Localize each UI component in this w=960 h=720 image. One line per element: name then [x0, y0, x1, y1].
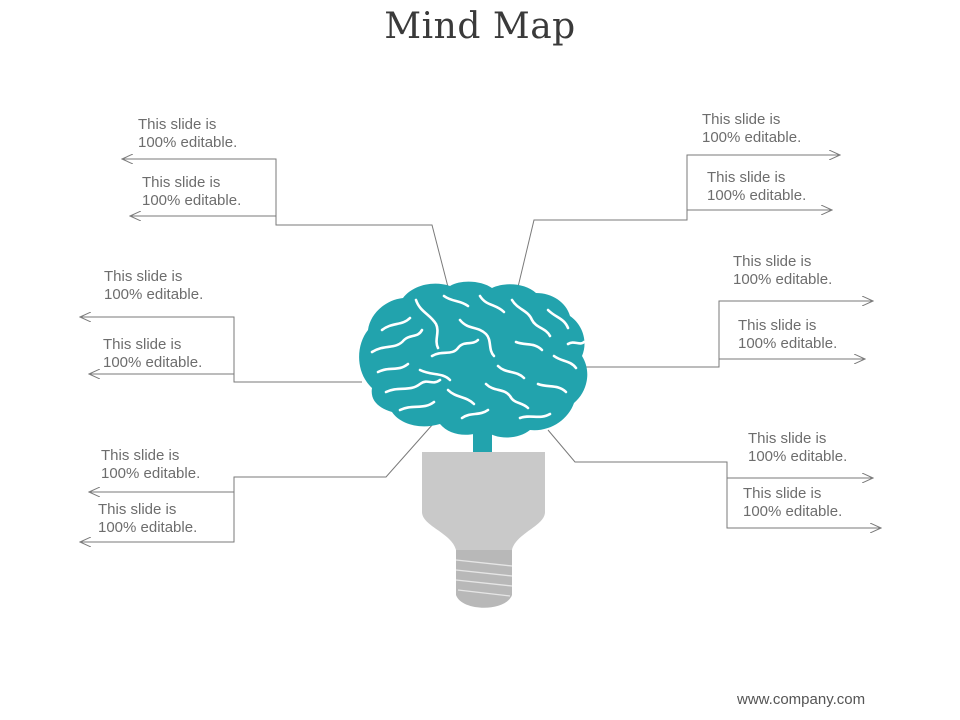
connector-right-middle	[582, 301, 873, 368]
slide-title: Mind Map	[384, 6, 576, 47]
footer-url: www.company.com	[737, 691, 866, 708]
connector-left-top	[122, 159, 449, 288]
connector-left-middle	[80, 317, 362, 383]
connector-right-top	[517, 155, 840, 288]
brain-icon	[359, 281, 588, 438]
connector-right-bottom	[547, 429, 881, 528]
bulb-body	[422, 452, 545, 550]
connector-left-bottom	[80, 423, 434, 542]
bulb-base	[455, 550, 513, 608]
